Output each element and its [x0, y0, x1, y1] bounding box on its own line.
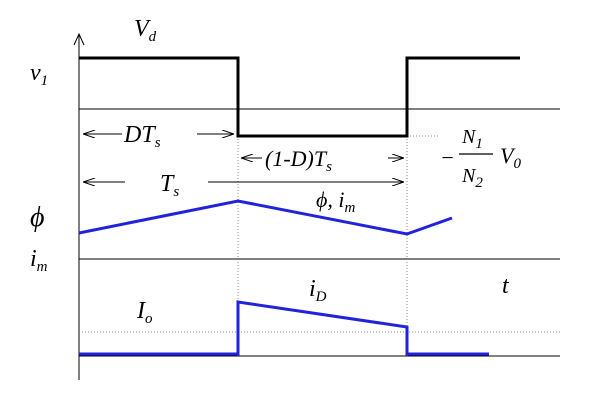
- label-dts: DTs: [123, 122, 161, 151]
- label-phi-axis: ϕ: [30, 202, 45, 233]
- label-im-axis: im: [30, 246, 48, 275]
- v1-waveform: [79, 56, 520, 138]
- fraction-tail: V0: [500, 143, 521, 172]
- label-neg-voltage-fraction: − N1 N2 V0: [440, 126, 521, 191]
- id-waveform: [79, 300, 489, 356]
- label-v1: v1: [30, 60, 48, 89]
- label-io: Io: [136, 298, 153, 327]
- fraction-numerator: N1: [461, 126, 483, 152]
- label-ts: Ts: [160, 171, 179, 200]
- label-t: t: [502, 273, 510, 299]
- vertical-axis-arrowhead: [73, 32, 85, 46]
- label-vd: Vd: [134, 16, 157, 45]
- label-one-minus-d-ts: (1-D)Ts: [265, 146, 332, 175]
- label-id: iD: [309, 276, 327, 305]
- fraction-minus-sign: −: [440, 145, 455, 170]
- fraction-denominator: N2: [461, 165, 483, 191]
- phi-im-waveform: [78, 199, 453, 236]
- label-phi-im: ϕ, im: [316, 187, 356, 216]
